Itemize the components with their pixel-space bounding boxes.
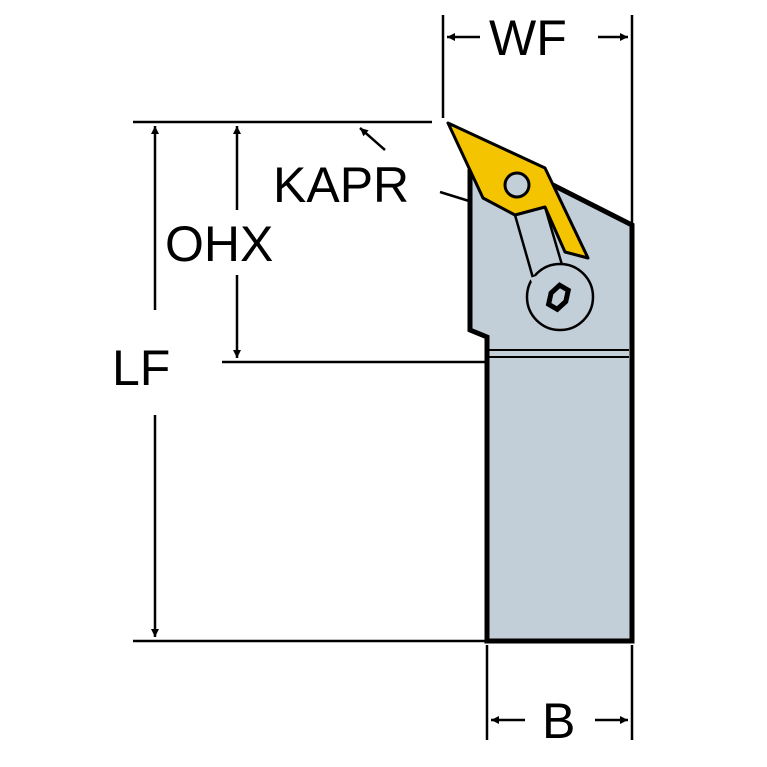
lf-label: LF [112, 340, 171, 396]
insert-hole [503, 171, 531, 199]
b-label: B [542, 693, 576, 749]
kapr-angle-arrow [359, 127, 386, 151]
ohx-label: OHX [165, 216, 274, 272]
kapr-label: KAPR [273, 157, 410, 213]
wf-label: WF [489, 10, 567, 66]
dimension-lines [133, 15, 634, 740]
hex-screw-icon [545, 282, 572, 313]
